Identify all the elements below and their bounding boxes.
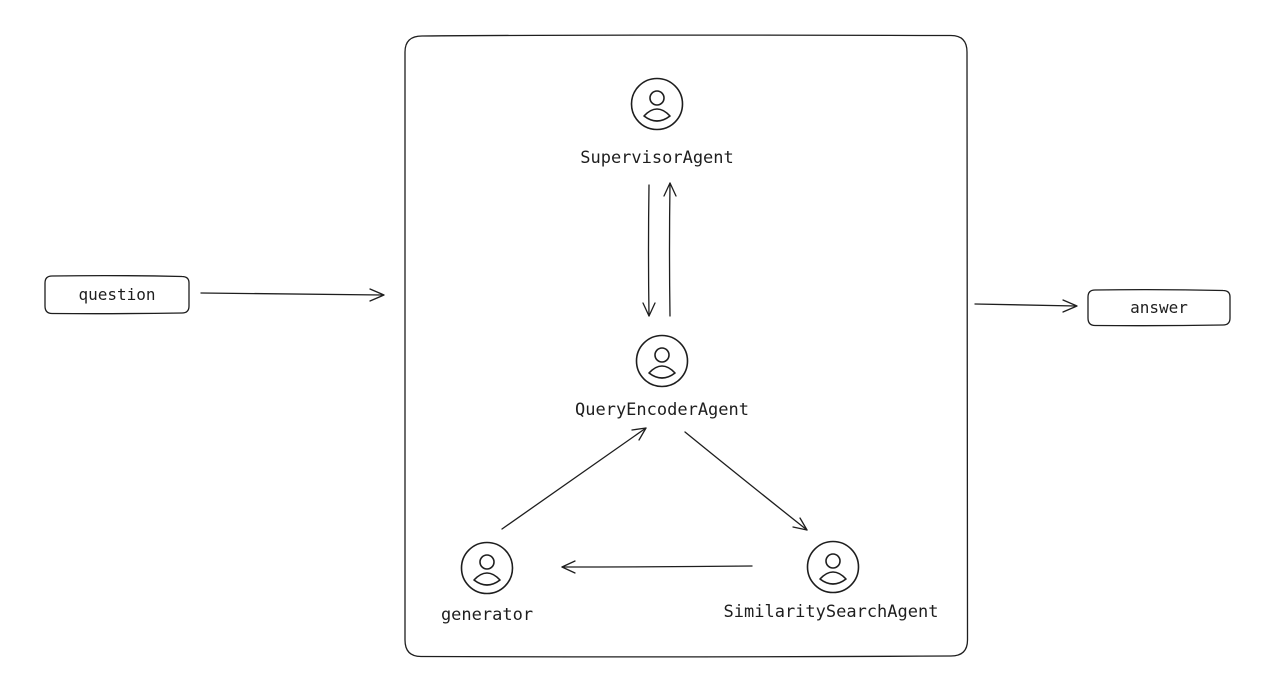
question-input-node: question xyxy=(44,274,190,315)
person-icon xyxy=(460,541,514,595)
arrow-query-encoder-to-supervisor xyxy=(663,182,677,317)
arrow-generator-to-query-encoder xyxy=(501,427,647,530)
arrow-group-to-answer xyxy=(974,299,1078,313)
person-icon xyxy=(806,540,860,594)
generator-agent-node: generator xyxy=(441,541,533,625)
query-encoder-agent-label: QueryEncoderAgent xyxy=(575,400,749,420)
arrow-similarity-search-to-generator xyxy=(561,560,753,574)
similarity-search-agent-node: SimilaritySearchAgent xyxy=(724,540,939,622)
question-label: question xyxy=(78,285,155,304)
agent-group-container xyxy=(403,34,969,658)
answer-output-node: answer xyxy=(1087,288,1231,327)
generator-agent-label: generator xyxy=(441,605,533,625)
arrow-supervisor-to-query-encoder xyxy=(642,184,656,317)
arrow-question-to-group xyxy=(200,288,385,302)
answer-label: answer xyxy=(1130,298,1188,317)
similarity-search-agent-label: SimilaritySearchAgent xyxy=(724,602,939,622)
supervisor-agent-label: SupervisorAgent xyxy=(580,148,734,168)
person-icon xyxy=(630,77,684,131)
supervisor-agent-node: SupervisorAgent xyxy=(580,77,734,168)
arrow-query-encoder-to-similarity-search xyxy=(684,431,808,531)
person-icon xyxy=(635,334,689,388)
query-encoder-agent-node: QueryEncoderAgent xyxy=(575,334,749,420)
